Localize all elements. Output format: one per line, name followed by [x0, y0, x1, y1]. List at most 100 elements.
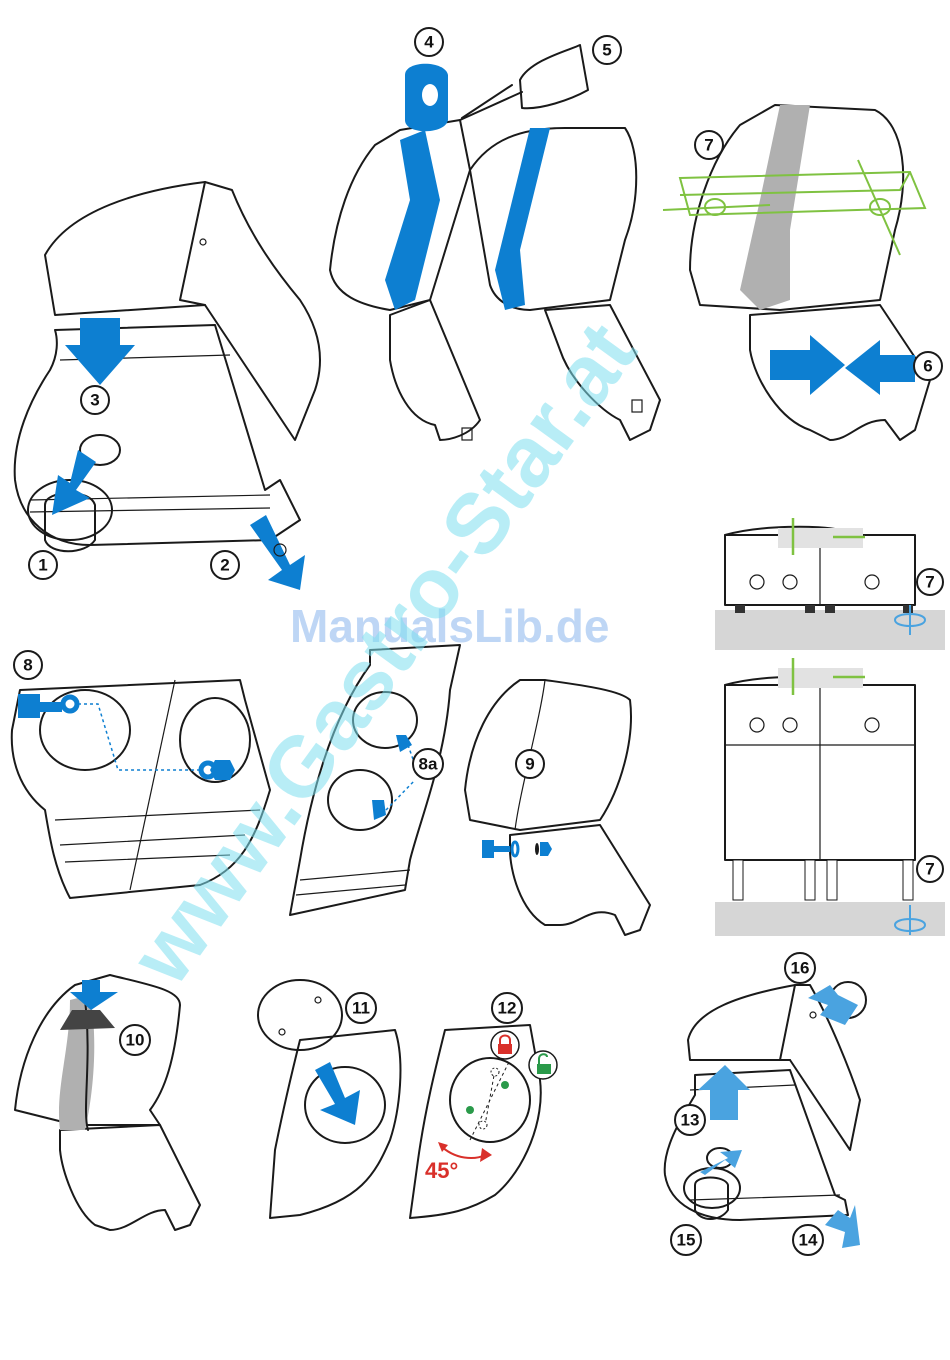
knob: [750, 718, 764, 732]
svg-text:1: 1: [38, 556, 47, 575]
panel-step-9: [465, 680, 650, 935]
bolt: [18, 694, 62, 718]
sealing-tape-right: [495, 128, 550, 310]
callout-9: 9: [516, 750, 544, 778]
foot: [805, 605, 815, 613]
foot-bolt: [632, 400, 642, 412]
unit-left-body: [390, 300, 480, 440]
knob: [783, 575, 797, 589]
washer-dark: [535, 843, 539, 855]
svg-text:10: 10: [126, 1031, 145, 1050]
svg-text:7: 7: [925, 860, 934, 879]
side-panel: [410, 1025, 541, 1218]
callout-14: 14: [793, 1225, 823, 1255]
panel-lines: [296, 870, 410, 895]
panel-step-10: [15, 975, 200, 1230]
leg: [733, 860, 743, 900]
callout-4: 4: [415, 28, 443, 56]
sealing-tape-left: [385, 130, 440, 310]
top-plate-edge: [780, 985, 795, 1060]
callout-6: 6: [914, 352, 942, 380]
panel-levelling-tall: [715, 658, 945, 936]
callout-7-tall: 7: [917, 856, 943, 882]
foot: [903, 605, 913, 613]
unit-right-top: [470, 128, 636, 310]
callout-16: 16: [785, 953, 815, 983]
svg-text:8: 8: [23, 656, 32, 675]
bolt-path: [78, 704, 200, 770]
sealant-tube: [520, 45, 588, 108]
svg-text:9: 9: [525, 755, 534, 774]
rotation-arrow: [440, 1145, 485, 1158]
svg-text:16: 16: [791, 959, 810, 978]
panel-levelling-short: [715, 518, 945, 650]
foot: [735, 605, 745, 613]
callout-10: 10: [120, 1025, 150, 1055]
padlock-closed-icon: [491, 1031, 519, 1059]
callout-15: 15: [671, 1225, 701, 1255]
knob: [865, 575, 879, 589]
callout-11: 11: [346, 993, 376, 1023]
svg-text:7: 7: [704, 136, 713, 155]
screw-hole: [200, 239, 206, 245]
push-arrow-left: [845, 340, 915, 395]
bolt-fixed: [372, 800, 386, 820]
svg-text:6: 6: [923, 357, 932, 376]
svg-text:3: 3: [90, 391, 99, 410]
leader: [386, 745, 415, 810]
callout-5: 5: [593, 36, 621, 64]
svg-text:5: 5: [602, 41, 611, 60]
spirit-level: [680, 172, 925, 215]
disc-hole: [279, 1029, 285, 1035]
knob: [750, 575, 764, 589]
svg-text:4: 4: [424, 33, 434, 52]
tube-nozzle: [462, 85, 512, 118]
tape-roll-hole: [422, 84, 438, 106]
washer: [512, 842, 518, 856]
svg-text:12: 12: [498, 999, 517, 1018]
pin-green: [501, 1081, 509, 1089]
rotation-arrowhead: [480, 1148, 492, 1162]
panel-steps-1-3: [15, 182, 320, 590]
callout-8: 8: [14, 651, 42, 679]
knob: [783, 718, 797, 732]
arrow-knob-15: [700, 1150, 742, 1175]
callout-2: 2: [211, 551, 239, 579]
joined-units-body: [510, 825, 650, 935]
foot: [825, 605, 835, 613]
rotation-axes: [470, 1060, 510, 1140]
cover-profile: [60, 1010, 115, 1030]
arrow-insert: [315, 1062, 360, 1125]
svg-text:11: 11: [352, 999, 370, 1018]
joined-units-top: [465, 680, 631, 830]
screw-hole: [810, 1012, 816, 1018]
callout-1: 1: [29, 551, 57, 579]
push-arrow-right: [770, 335, 845, 395]
svg-text:14: 14: [799, 1231, 818, 1250]
leg: [827, 860, 837, 900]
arrow-screw-2: [250, 515, 305, 590]
nut: [210, 760, 235, 780]
watermark-diagonal: www.Gastro-Star.at: [112, 306, 655, 1002]
svg-text:7: 7: [925, 573, 934, 592]
disc-hole: [315, 997, 321, 1003]
panel-step-12: 45°: [410, 1025, 557, 1218]
pin-outline: [491, 1068, 499, 1076]
leg: [805, 860, 815, 900]
panel-step-11: [258, 980, 400, 1218]
level-bubble: [870, 199, 890, 215]
top-plate-edge: [180, 182, 205, 305]
svg-text:13: 13: [681, 1111, 700, 1130]
pin-outline: [479, 1121, 487, 1129]
rotation-angle-label: 45°: [425, 1158, 458, 1183]
callout-7-level: 7: [695, 131, 723, 159]
svg-text:8a: 8a: [419, 755, 438, 774]
svg-text:2: 2: [220, 556, 229, 575]
knob-bezel: [684, 1168, 740, 1208]
unit-body: [60, 1125, 200, 1230]
callout-12: 12: [492, 993, 522, 1023]
callout-3: 3: [81, 386, 109, 414]
arrow-screw-14: [825, 1205, 860, 1248]
knob: [865, 718, 879, 732]
